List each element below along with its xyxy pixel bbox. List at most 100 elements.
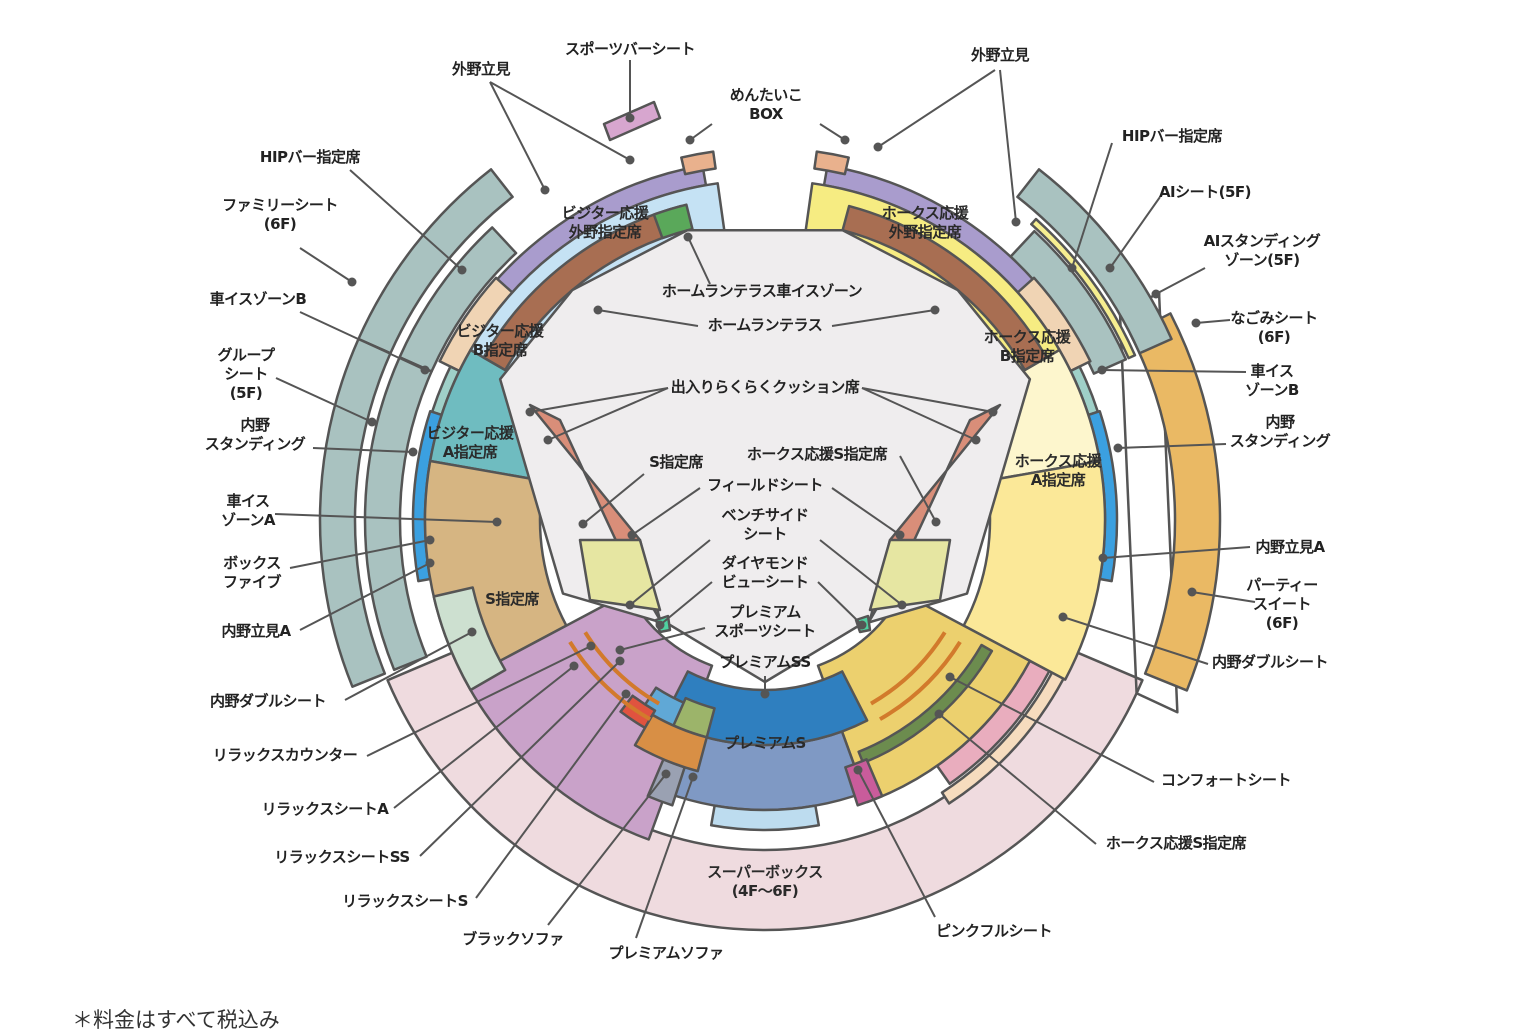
callout-hip-bar-right-line: HIPバー指定席: [1122, 127, 1223, 145]
callout-premium-sports-line: スポーツシート: [714, 622, 815, 640]
hawks-a-reserved[interactable]: [962, 459, 1107, 681]
group-seat[interactable]: [398, 226, 518, 373]
cushion-seat-arc[interactable]: [878, 640, 962, 721]
bench-side-right[interactable]: [868, 538, 952, 612]
callout-cushion-3-marker: [988, 407, 998, 417]
party-suite[interactable]: [1129, 312, 1222, 692]
callout-black-sofa-leader: [547, 773, 667, 926]
callout-bench-side-line: シート: [743, 525, 787, 543]
mentaiko-box-right[interactable]: [813, 150, 850, 176]
callout-outfield-standing-left-2-leader: [489, 81, 631, 161]
label-visitor-b-line: B指定席: [473, 341, 528, 359]
bench-side-left[interactable]: [578, 538, 662, 612]
label-visitor-outfield: ビジター応援外野指定席: [562, 204, 650, 241]
callout-group-seat-line: シート: [224, 365, 268, 383]
label-hawks-b-line: ホークス応援: [984, 328, 1072, 346]
callout-relax-a-leader: [393, 665, 575, 809]
callout-premium-sports: プレミアムスポーツシート: [714, 603, 815, 640]
callout-relax-ss: リラックスシートSS: [274, 848, 409, 866]
callout-wheelchair-b-left-marker: [420, 365, 430, 375]
label-hawks-outfield: ホークス応援外野指定席: [882, 204, 970, 241]
callout-premium-sofa-marker: [688, 772, 698, 782]
callout-relax-a-line: リラックスシートA: [262, 800, 390, 818]
label-hawks-outfield-line: ホークス応援: [882, 204, 970, 222]
callout-homerun-wheelchair: ホームランテラス車イスゾーン: [662, 282, 863, 300]
callout-homerun-terrace-line: ホームランテラス: [708, 316, 823, 334]
callout-cushion: 出入りらくらくクッション席: [671, 378, 860, 396]
callout-mentaiko-box-line: めんたいこ: [730, 86, 803, 104]
relax-seat-s[interactable]: [633, 713, 709, 773]
label-hawks-a-line: A指定席: [1031, 471, 1086, 489]
callout-mentaiko-box-2-marker: [840, 135, 850, 145]
callout-relax-s-leader: [475, 693, 627, 899]
callout-black-sofa: ブラックソファ: [462, 930, 564, 948]
callout-premium-sofa-line: プレミアムソファ: [609, 944, 724, 962]
callout-group-seat: グループシート(5F): [217, 346, 276, 402]
callout-relax-counter-leader: [366, 645, 592, 757]
label-visitor-outfield-line: ビジター応援: [562, 204, 650, 222]
cushion-seat-arc[interactable]: [568, 640, 652, 721]
callout-field-seat-2-marker: [895, 530, 905, 540]
callout-comfort-marker: [945, 672, 955, 682]
callout-ai-standing: AIスタンディングゾーン(5F): [1204, 232, 1321, 269]
callout-party-suite: パーティースイート(6F): [1246, 576, 1318, 632]
homerun-terrace-right[interactable]: [841, 204, 1048, 372]
callout-group-seat-leader: [275, 377, 373, 423]
callout-box-five-line: ボックス: [223, 554, 281, 572]
callout-hawks-s-inner-marker: [931, 517, 941, 527]
callout-nagomi-line: なごみシート: [1230, 309, 1317, 327]
callout-s-reserved-inner: S指定席: [649, 453, 703, 471]
callout-ai-standing-line: AIスタンディング: [1204, 232, 1321, 250]
callout-premium-ss: プレミアムSS: [719, 653, 810, 671]
callout-infield-double-left: 内野ダブルシート: [210, 692, 326, 710]
callout-hip-bar-right-leader: [1071, 142, 1113, 269]
super-box[interactable]: [386, 647, 1144, 932]
callout-diamond-view-2-marker: [857, 620, 867, 630]
label-premium-s: プレミアムS: [724, 734, 806, 752]
callout-outfield-standing-right-2-marker: [1011, 217, 1021, 227]
label-super-box: スーパーボックス(4F〜6F): [707, 863, 822, 900]
callout-family-seat-marker: [347, 277, 357, 287]
callout-wheelchair-a-line: ゾーンA: [221, 511, 276, 529]
callout-infield-standing-left-line: スタンディング: [205, 435, 306, 453]
box-five[interactable]: [432, 586, 507, 692]
callout-nagomi-line: (6F): [1258, 328, 1290, 346]
homerun-terrace-wheelchair[interactable]: [652, 203, 694, 240]
callout-cushion-line: 出入りらくらくクッション席: [671, 378, 860, 396]
mentaiko-box-left[interactable]: [680, 150, 717, 176]
premium-sofa[interactable]: [709, 804, 821, 832]
callout-outfield-standing-left-marker: [540, 185, 550, 195]
callout-pink-full: ピンクフルシート: [936, 922, 1052, 940]
callout-hip-bar-right: HIPバー指定席: [1122, 127, 1223, 145]
callout-relax-s-line: リラックスシートS: [342, 892, 468, 910]
nagomi-seat[interactable]: [1016, 168, 1173, 355]
callout-premium-sofa: プレミアムソファ: [609, 944, 724, 962]
callout-ai-seat-marker: [1105, 263, 1115, 273]
callout-infield-standing-left-leader: [312, 447, 414, 453]
callout-cushion-marker: [525, 407, 535, 417]
callout-infield-standing-left: 内野スタンディング: [205, 416, 306, 453]
cushion-seat-arc[interactable]: [869, 631, 947, 706]
callout-outfield-standing-left-2-marker: [625, 155, 635, 165]
callout-wheelchair-b-right-marker: [1097, 365, 1107, 375]
cushion-seat-arc[interactable]: [583, 631, 661, 706]
group-seat-left[interactable]: [363, 356, 433, 672]
callout-infield-standing-right: 内野スタンディング: [1230, 413, 1331, 450]
callout-premium-sports-marker: [615, 645, 625, 655]
s-reserved[interactable]: [463, 591, 714, 841]
callout-field-seat-line: フィールドシート: [707, 476, 823, 494]
label-visitor-a-line: ビジター応援: [427, 424, 515, 442]
callout-leaders: [274, 60, 1256, 939]
callout-premium-sofa-leader: [635, 776, 694, 939]
callout-wheelchair-b-right: 車イスゾーンB: [1245, 362, 1299, 399]
callout-outfield-standing-left-line: 外野立見: [451, 60, 511, 78]
label-super-box-line: (4F〜6F): [732, 882, 799, 900]
callout-homerun-terrace-marker: [593, 305, 603, 315]
callout-hip-bar-left-leader: [349, 169, 463, 271]
family-seat-outer[interactable]: [357, 168, 514, 355]
callout-hip-bar-left: HIPバー指定席: [260, 148, 361, 166]
callout-sports-bar-line: スポーツバーシート: [565, 40, 695, 58]
callout-party-suite-line: スイート: [1253, 595, 1311, 613]
